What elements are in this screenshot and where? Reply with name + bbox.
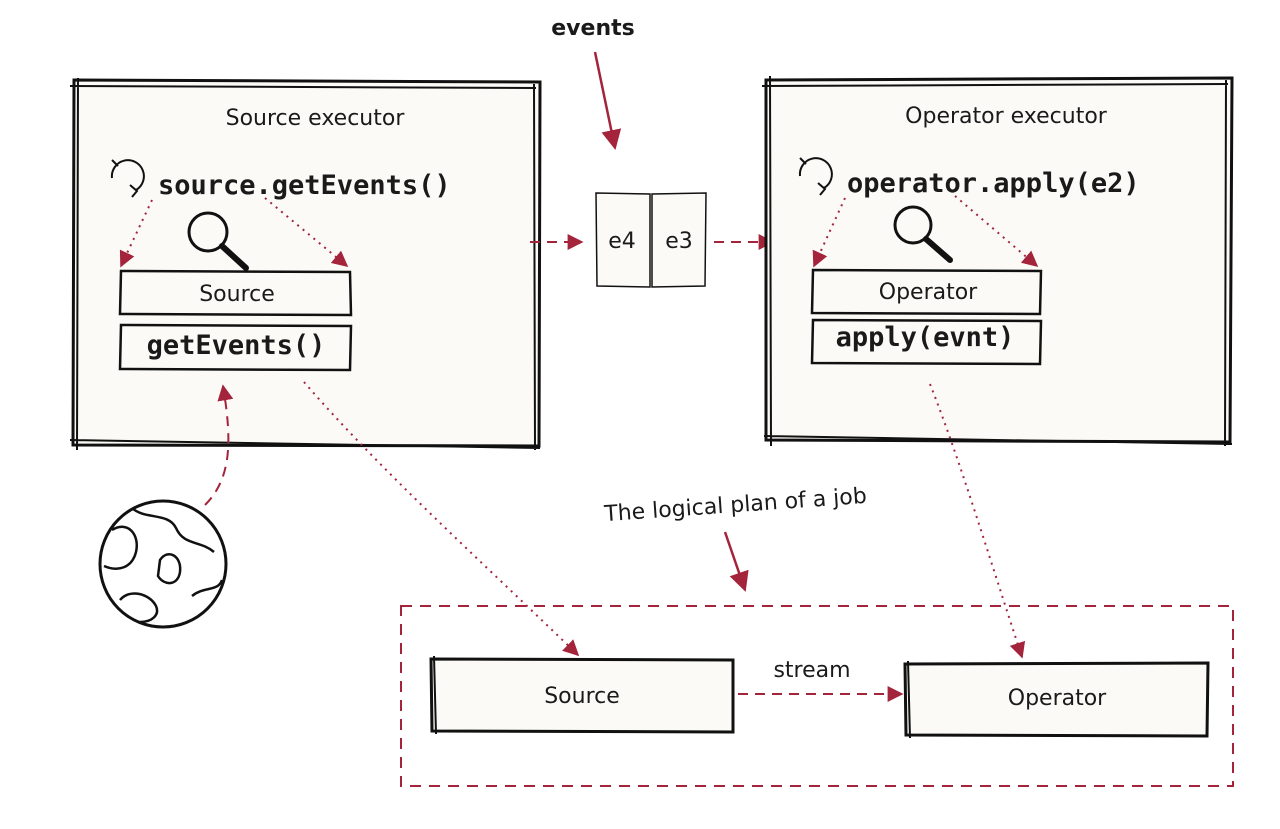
operator-executor: Operator executor operator.apply(e2) Ope… — [761, 75, 1234, 447]
refresh-icon — [798, 157, 833, 196]
refresh-icon — [110, 159, 145, 198]
operator-method-box: apply(evnt) — [810, 318, 1043, 366]
source-executor-title: Source executor — [226, 106, 406, 131]
stream-label: stream — [773, 658, 850, 683]
globe-icon — [98, 499, 228, 629]
source-call-label: source.getEvents() — [158, 170, 451, 201]
event-queue: e4 e3 — [595, 192, 707, 288]
operator-call-label: operator.apply(e2) — [847, 168, 1140, 199]
source-method-box: getEvents() — [118, 323, 353, 372]
queue-item-e3: e3 — [665, 229, 693, 254]
logical-source-node: Source — [429, 655, 735, 735]
operator-executor-title: Operator executor — [905, 104, 1108, 129]
external-source-arrow — [204, 384, 234, 506]
source-executor: Source executor source.getEvents() Sourc… — [69, 77, 542, 451]
logical-plan-title: The logical plan of a job — [603, 484, 868, 527]
operator-method-label: apply(evnt) — [836, 322, 1015, 353]
logical-source-label: Source — [544, 684, 620, 709]
events-arrow — [593, 51, 622, 150]
magnifier-icon — [187, 211, 249, 271]
operator-box-label: Operator — [879, 280, 978, 305]
source-class-box: Source — [118, 269, 353, 317]
magnifier-icon — [893, 205, 953, 263]
source-method-label: getEvents() — [147, 330, 326, 361]
events-label: events — [551, 16, 634, 41]
source-call-arrow-left — [119, 199, 153, 268]
logical-operator-node: Operator — [903, 660, 1210, 739]
logical-plan-frame — [400, 605, 1234, 787]
queue-item-e4: e4 — [608, 229, 636, 254]
source-box-label: Source — [199, 282, 275, 307]
logical-operator-label: Operator — [1008, 686, 1107, 711]
operator-class-box: Operator — [810, 268, 1043, 316]
logical-plan-title-arrow — [723, 531, 749, 592]
